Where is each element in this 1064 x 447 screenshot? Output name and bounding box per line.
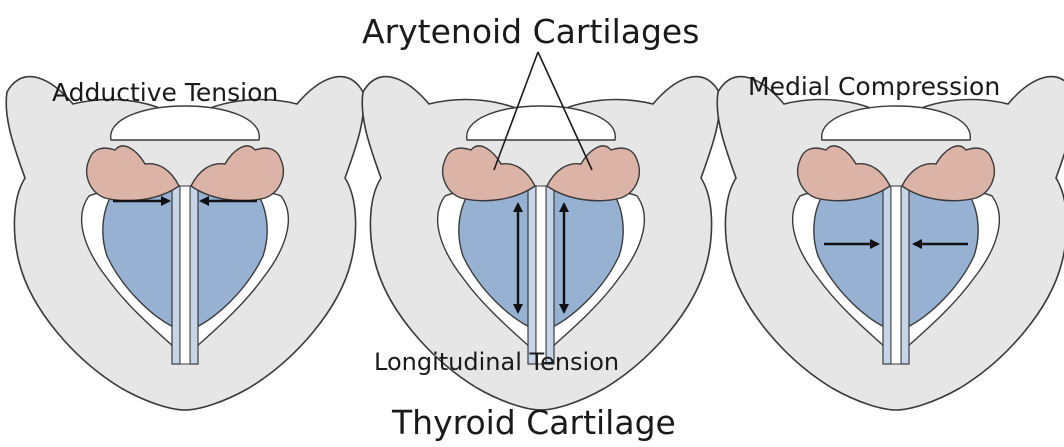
- adductive-tension-label: Adductive Tension: [52, 80, 278, 105]
- longitudinal-tension-label: Longitudinal Tension: [374, 350, 619, 374]
- thyroid-cartilage-label: Thyroid Cartilage: [392, 406, 676, 439]
- medial-compression-label: Medial Compression: [748, 74, 1000, 99]
- panel-adductive-tension: [6, 77, 364, 410]
- panel-medial-compression: [717, 77, 1064, 410]
- arytenoid-cartilages-label: Arytenoid Cartilages: [362, 15, 699, 48]
